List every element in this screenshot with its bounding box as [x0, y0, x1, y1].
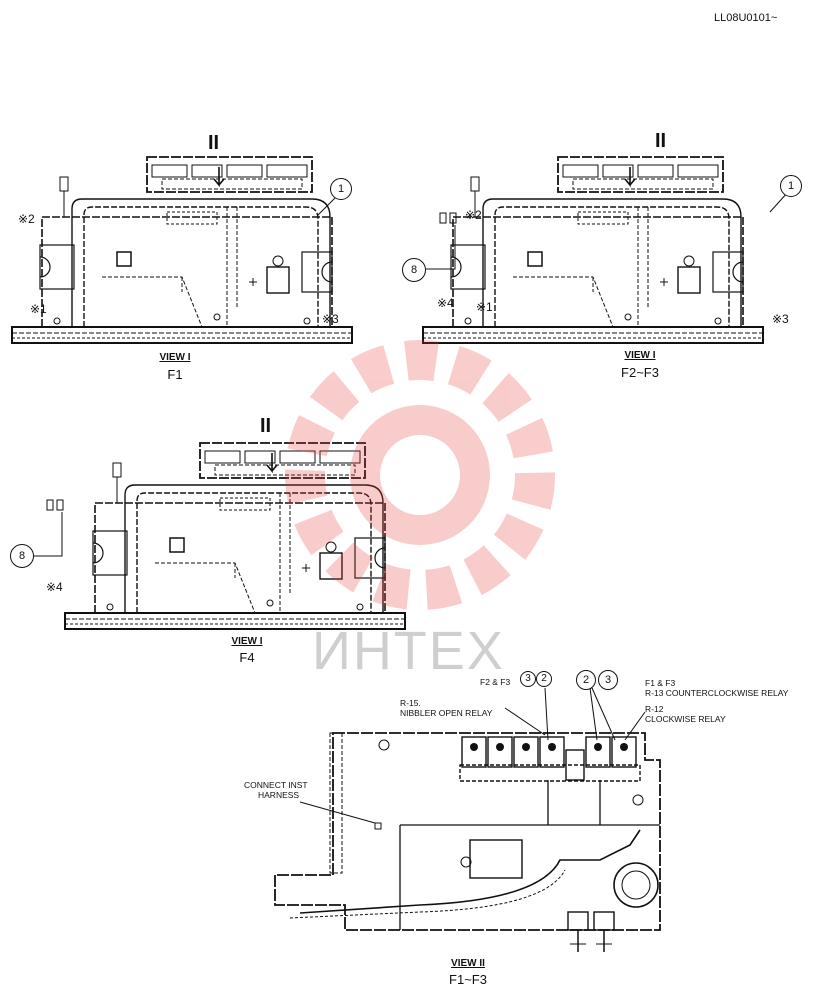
label-connect-inst: CONNECT INST: [244, 780, 308, 790]
watermark-text: ИНТЕХ: [312, 621, 505, 681]
view-marker-ii: II: [655, 130, 667, 152]
watermark-gear: [285, 340, 555, 610]
note-4: ※4: [437, 296, 454, 310]
view-marker-ii: II: [260, 415, 272, 437]
callout-1: 1: [780, 175, 802, 197]
note-2: ※2: [465, 208, 482, 222]
view-title: VIEW II: [451, 958, 485, 969]
label-r13-counterclockwise-relay: R-13 COUNTERCLOCKWISE RELAY: [645, 688, 789, 698]
view-subtitle: F1: [167, 367, 183, 382]
view-title: VIEW I: [624, 350, 656, 361]
note-1: ※1: [476, 300, 493, 314]
label-r12: R-12: [645, 704, 664, 714]
callout-3: 3: [520, 671, 536, 687]
note-3: ※3: [772, 312, 789, 326]
label-r15: R-15.: [400, 698, 421, 708]
view-subtitle: F2~F3: [621, 365, 659, 380]
view-subtitle: F1~F3: [449, 972, 487, 987]
view-title: VIEW I: [231, 636, 263, 647]
callout-2: 2: [576, 670, 596, 690]
callout-1: 1: [330, 178, 352, 200]
callout-8: 8: [402, 258, 426, 282]
label-nibbler-open-relay: NIBBLER OPEN RELAY: [400, 708, 493, 718]
label-clockwise-relay: CLOCKWISE RELAY: [645, 714, 726, 724]
label-f1-f3: F1 & F3: [645, 678, 676, 688]
document-code: LL08U0101~: [714, 12, 778, 24]
label-f2-f3: F2 & F3: [480, 677, 511, 687]
note-3: ※3: [322, 312, 339, 326]
callout-2: 2: [536, 671, 552, 687]
label-harness: HARNESS: [258, 790, 300, 800]
view-ii-panel: [274, 732, 661, 952]
callout-3: 3: [598, 670, 618, 690]
note-4: ※4: [46, 580, 63, 594]
note-1: ※1: [30, 302, 47, 316]
callout-8: 8: [10, 544, 34, 568]
view-marker-ii: II: [208, 132, 220, 154]
note-2: ※2: [18, 212, 35, 226]
view-subtitle: F4: [239, 650, 255, 665]
view-title: VIEW I: [159, 352, 191, 363]
